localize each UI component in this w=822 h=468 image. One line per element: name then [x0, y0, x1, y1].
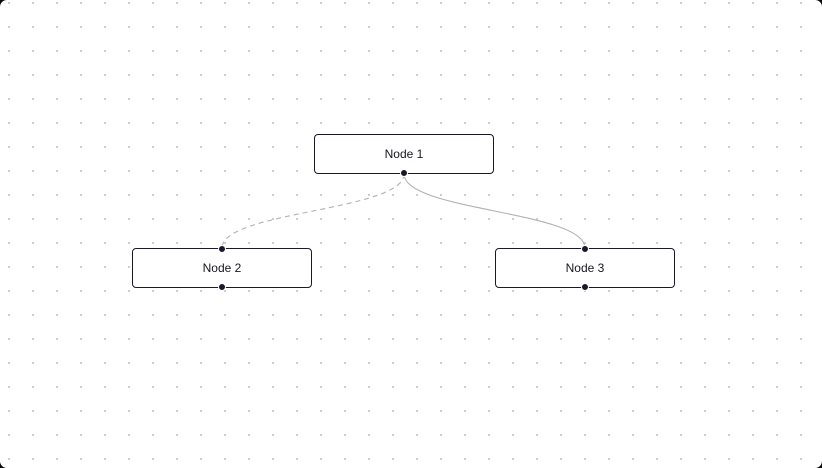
edge-node-1-node-2[interactable]: [221, 173, 405, 249]
node-handle-source-bottom[interactable]: [400, 169, 408, 177]
node-handle-source-bottom[interactable]: [218, 283, 226, 291]
node-1[interactable]: Node 1: [314, 134, 494, 177]
node-3[interactable]: Node 3: [495, 245, 675, 291]
node-label: Node 3: [565, 261, 605, 275]
node-label: Node 1: [384, 147, 424, 161]
edge-node-1-node-3[interactable]: [403, 173, 586, 249]
node-handle-target-top[interactable]: [218, 245, 226, 253]
node-handle-target-top[interactable]: [581, 245, 589, 253]
node-2[interactable]: Node 2: [132, 245, 312, 291]
node-handle-source-bottom[interactable]: [581, 283, 589, 291]
node-label: Node 2: [202, 261, 242, 275]
